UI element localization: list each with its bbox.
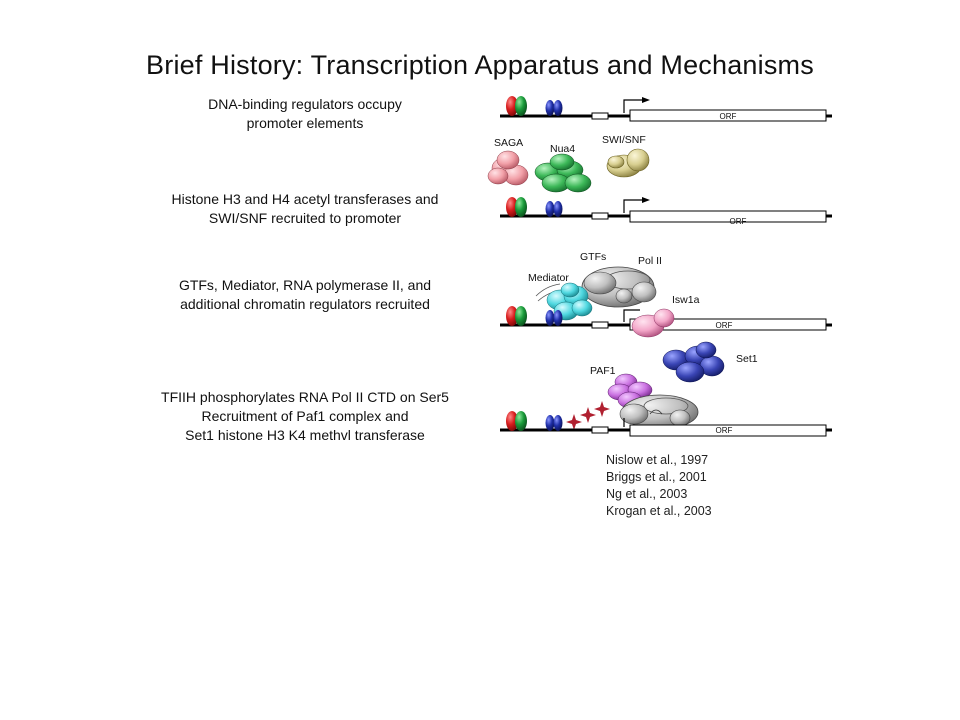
green-regulator (515, 197, 527, 217)
swisnf-complex (606, 148, 650, 178)
step-1-line-1: DNA-binding regulators occupy (208, 96, 402, 112)
dna-track-3: ORF (500, 306, 832, 331)
tss-arrowhead (642, 97, 650, 103)
swisnf-label: SWI/SNF (602, 134, 646, 146)
slide-title: Brief History: Transcription Apparatus a… (146, 50, 814, 80)
orf-label: ORF (720, 112, 737, 121)
red-regulator (506, 411, 518, 431)
step-2-text: Histone H3 and H4 acetyl transferases an… (140, 190, 470, 228)
set1-label: Set1 (736, 353, 758, 365)
orf-box (629, 210, 827, 223)
mediator-label: Mediator (528, 272, 569, 284)
reference-item: Ng et al., 2003 (606, 487, 688, 501)
step-3-line-1: GTFs, Mediator, RNA polymerase II, and (178, 277, 432, 293)
blue-regulator (545, 100, 555, 116)
red-regulator (506, 96, 518, 116)
saga-label: SAGA (494, 137, 523, 149)
nua4-complex (534, 153, 592, 193)
step-3-text: GTFs, Mediator, RNA polymerase II, and a… (140, 276, 470, 314)
tata-box (591, 321, 609, 329)
green-regulator (515, 411, 527, 431)
orf-label: ORF (716, 321, 733, 330)
green-regulator (515, 306, 527, 326)
reference-item: Briggs et al., 2001 (606, 470, 707, 484)
orf-label: ORF (730, 217, 747, 226)
step-3-line-2: additional chromatin regulators recruite… (180, 296, 430, 312)
blue-regulator (553, 201, 563, 217)
step-4-line-3: Set1 histone H3 K4 methvl transferase (185, 427, 425, 443)
mediator-motion-line (535, 283, 561, 297)
blue-regulator (545, 310, 555, 326)
red-regulator (506, 197, 518, 217)
tss-arrow (623, 309, 640, 322)
step-2-line-1: Histone H3 and H4 acetyl transferases an… (171, 191, 439, 207)
blue-regulator (545, 415, 555, 431)
reference-item: Nislow et al., 1997 (606, 453, 709, 467)
nua4-label: Nua4 (550, 143, 575, 155)
green-regulator (515, 96, 527, 116)
step-2-line-2: SWI/SNF recruited to promoter (208, 210, 402, 226)
tss-arrow (623, 199, 642, 213)
blue-regulator (553, 310, 563, 326)
step-4-line-1: TFIIH phosphorylates RNA Pol II CTD on S… (161, 389, 449, 405)
dna-track-4: ORF (500, 411, 832, 437)
set1-complex (662, 341, 725, 383)
gtfs-label: GTFs (580, 251, 606, 263)
reference-item: Krogan et al., 2003 (606, 504, 712, 518)
red-regulator (506, 306, 518, 326)
tata-box (591, 112, 609, 120)
paf1-label: PAF1 (590, 365, 616, 377)
ctd-phosphate-marks (566, 401, 610, 430)
step-4-text: TFIIH phosphorylates RNA Pol II CTD on S… (140, 388, 470, 445)
dna-track-1: ORF (500, 96, 832, 122)
tata-box (591, 212, 609, 220)
tss-arrow (623, 99, 642, 113)
blue-regulator (545, 201, 555, 217)
tata-box (591, 426, 609, 434)
saga-complex (487, 150, 529, 186)
step-1-text: DNA-binding regulators occupy promoter e… (140, 95, 470, 133)
polii-complex (581, 266, 657, 308)
isw1a-label: Isw1a (672, 294, 700, 306)
blue-regulator (553, 100, 563, 116)
isw1a-complex (631, 308, 675, 338)
dna-track-2: ORF (500, 197, 832, 226)
orf-label: ORF (716, 426, 733, 435)
tss-arrowhead (642, 197, 650, 203)
step-4-line-2: Recruitment of Paf1 complex and (201, 408, 409, 424)
step-1-line-2: promoter elements (246, 115, 364, 131)
blue-regulator (553, 415, 563, 431)
polii-label: Pol II (638, 255, 662, 267)
references-list: Nislow et al., 1997 Briggs et al., 2001 … (606, 452, 712, 520)
